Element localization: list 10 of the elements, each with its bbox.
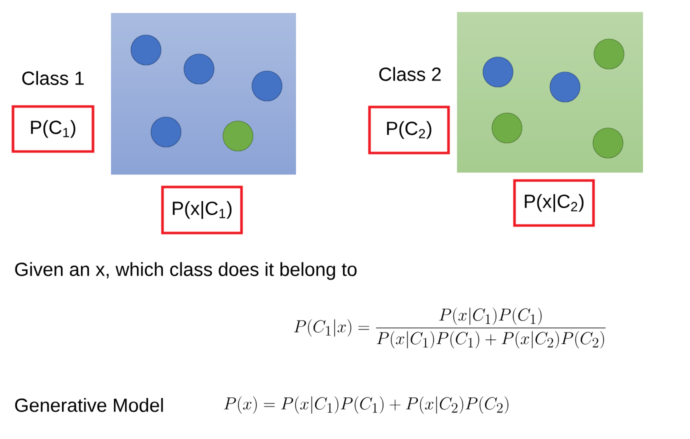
text-label: Generative Model xyxy=(15,398,163,412)
text-label: Class 1 xyxy=(22,71,84,85)
probability-box: P(C$_{2}$) xyxy=(368,106,450,154)
formula: $P(C_1|x) = \frac{P(x|C_1)P(C_1)}{P(x|C_1)P(C_1) + P(x|C_2)P(C_2)}$ xyxy=(294,308,606,348)
probability-box: P(C$_{1}$) xyxy=(12,105,94,153)
text-label: Class 2 xyxy=(379,67,441,81)
probability-box: P(x|C$_{1}$) xyxy=(161,186,243,234)
probability-box: P(x|C$_{2}$) xyxy=(513,179,595,227)
formula: $P(x) = P(x|C_1)P(C_1) + P(x|C_2)P(C_2)$ xyxy=(224,396,508,414)
text-label: Given an x, which class does it belong to xyxy=(15,262,357,280)
